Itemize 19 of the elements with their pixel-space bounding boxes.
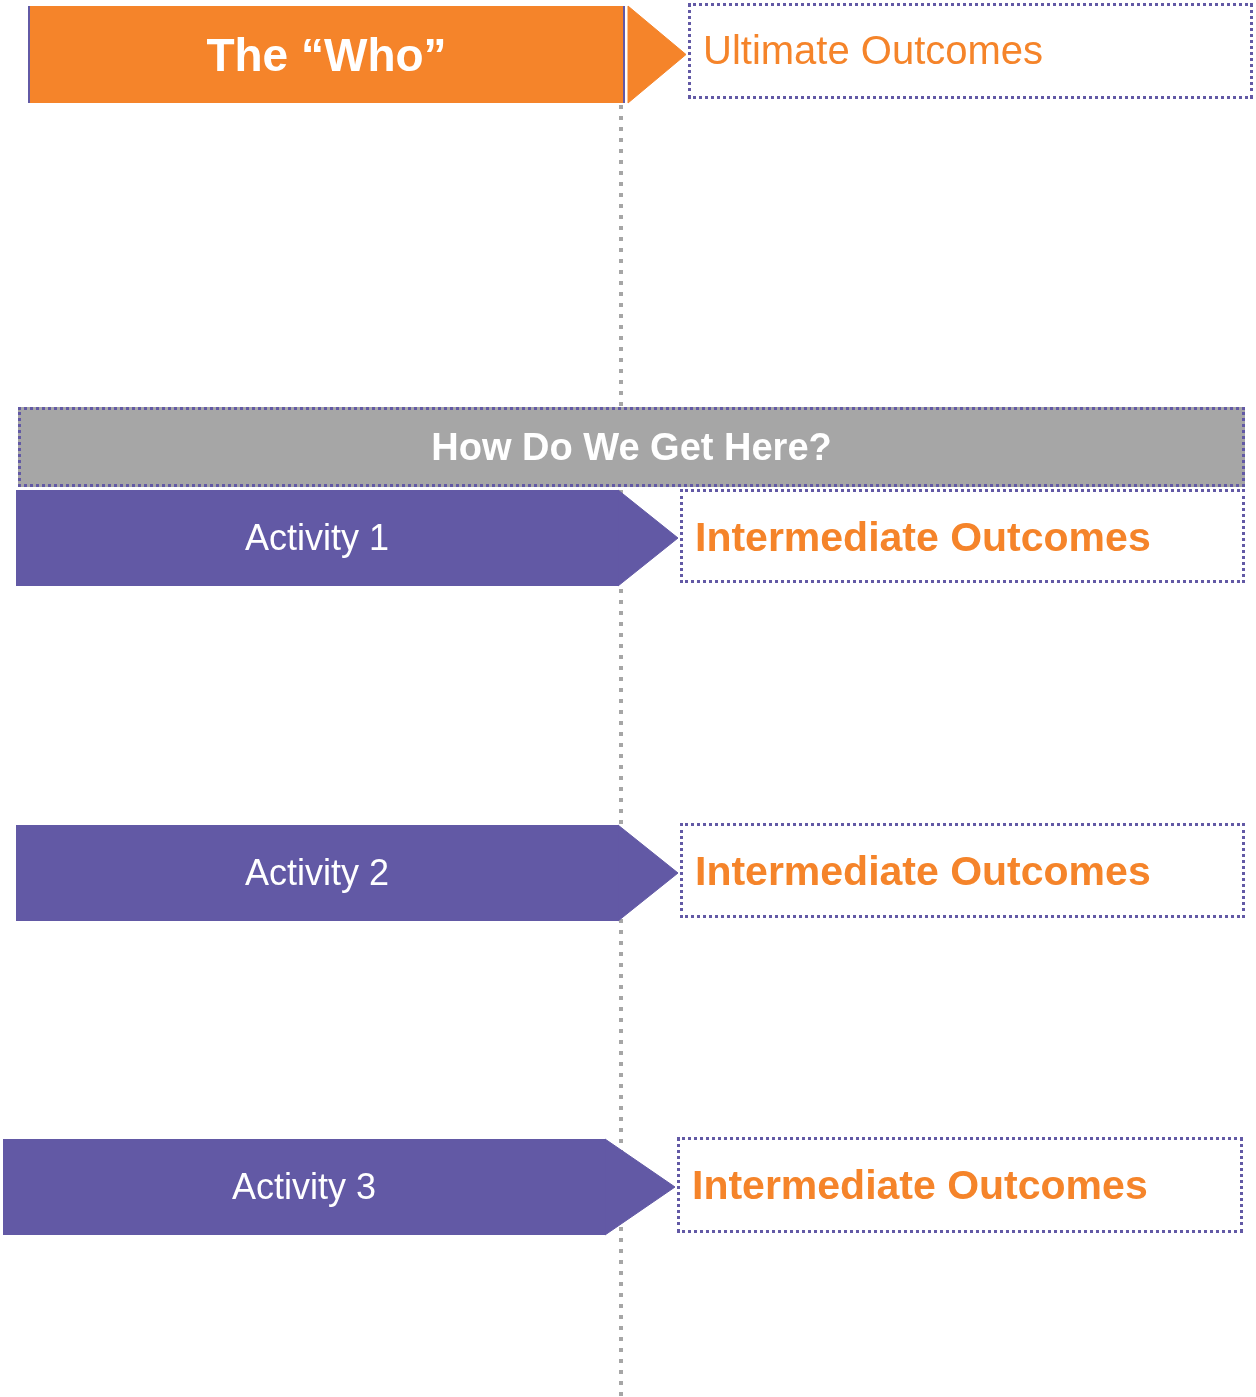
outcome-label: Intermediate Outcomes (692, 1162, 1148, 1209)
outcome-box (677, 1137, 1243, 1233)
arrow (604, 1138, 676, 1236)
outcome-label: Ultimate Outcomes (703, 28, 1044, 73)
outcome-box (680, 489, 1245, 583)
arrow (617, 489, 679, 587)
activity-label: Activity 3 (231, 1166, 376, 1208)
who-box (28, 6, 625, 103)
outcome-label: Intermediate Outcomes (695, 848, 1151, 895)
activity-label: Activity 2 (244, 852, 389, 894)
band-title: How Do We Get Here? (431, 425, 832, 469)
box-title: The “Who” (206, 27, 447, 82)
arrow (627, 5, 687, 104)
arrow (617, 824, 679, 922)
outcome-box (688, 3, 1253, 99)
outcome-box (680, 823, 1245, 918)
outcome-label: Intermediate Outcomes (695, 514, 1151, 561)
activity-label: Activity 1 (244, 517, 389, 559)
section-band (18, 407, 1245, 487)
